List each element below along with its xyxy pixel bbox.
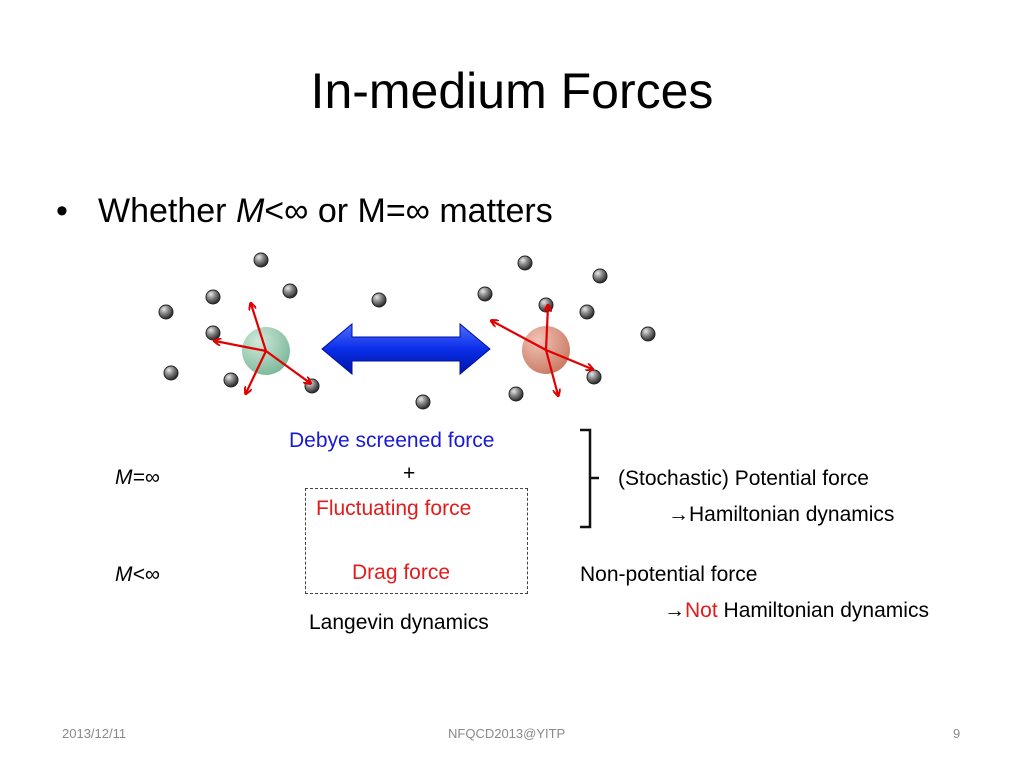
medium-particle (371, 292, 387, 308)
medium-particle (282, 283, 298, 299)
footer-date: 2013/12/11 (62, 726, 127, 741)
medium-particle (508, 386, 524, 402)
arrow-glyph: → (668, 503, 689, 526)
medium-particle (592, 268, 608, 284)
fluctuating-force-label: Fluctuating force (316, 497, 472, 520)
bullet-line: • Whether M<∞ or M=∞ matters (56, 192, 553, 231)
not-hamiltonian-line: →Not Hamiltonian dynamics (664, 599, 929, 623)
kick-arrow (545, 348, 592, 369)
kick-arrow (246, 350, 267, 393)
medium-particle (538, 297, 554, 313)
medium-particle (586, 369, 602, 385)
footer-event: NFQCD2013@YITP (448, 726, 566, 741)
bullet-marker: • (56, 192, 68, 230)
label-m-infinite: M=∞ (115, 466, 160, 489)
arrow-glyph: → (664, 599, 685, 622)
drag-force-label: Drag force (352, 561, 451, 584)
stochastic-potential-label: (Stochastic) Potential force (618, 467, 869, 490)
label-m-finite: M<∞ (115, 563, 160, 586)
non-potential-label: Non-potential force (580, 563, 758, 586)
medium-particle (223, 372, 239, 388)
medium-particle (640, 326, 656, 342)
hamiltonian-label: Hamiltonian dynamics (689, 503, 895, 526)
medium-particle (163, 365, 179, 381)
langevin-dynamics-label: Langevin dynamics (309, 611, 489, 634)
double-arrow (321, 322, 491, 376)
medium-particle (205, 289, 221, 305)
footer-page-number: 9 (953, 726, 961, 741)
medium-particle (158, 304, 174, 320)
kick-arrow (546, 306, 548, 351)
kick-arrow (265, 350, 310, 383)
medium-particle (253, 252, 269, 268)
medium-particle (477, 286, 493, 302)
kick-arrow (544, 349, 558, 395)
medium-particles (158, 252, 656, 410)
medium-particle (205, 325, 221, 341)
debye-force-label: Debye screened force (289, 429, 495, 452)
hamiltonian-line: →Hamiltonian dynamics (668, 503, 894, 527)
slide-title: In-medium Forces (310, 63, 714, 119)
medium-particle (517, 255, 533, 271)
right-bracket (580, 428, 599, 529)
bullet-prefix: Whether (98, 192, 236, 230)
langevin-box (305, 488, 528, 594)
kick-arrows (215, 304, 592, 395)
plus-sign: + (403, 462, 416, 485)
medium-particle (415, 394, 431, 410)
kick-arrow (251, 304, 268, 352)
kick-arrow (215, 341, 267, 353)
kick-arrow (492, 321, 547, 351)
not-label: Not (685, 599, 718, 622)
bullet-m-italic: M (235, 192, 265, 230)
not-hamiltonian-label: Hamiltonian dynamics (717, 599, 929, 622)
medium-particle (579, 304, 595, 320)
bullet-rest: <∞ or M=∞ matters (264, 192, 553, 230)
